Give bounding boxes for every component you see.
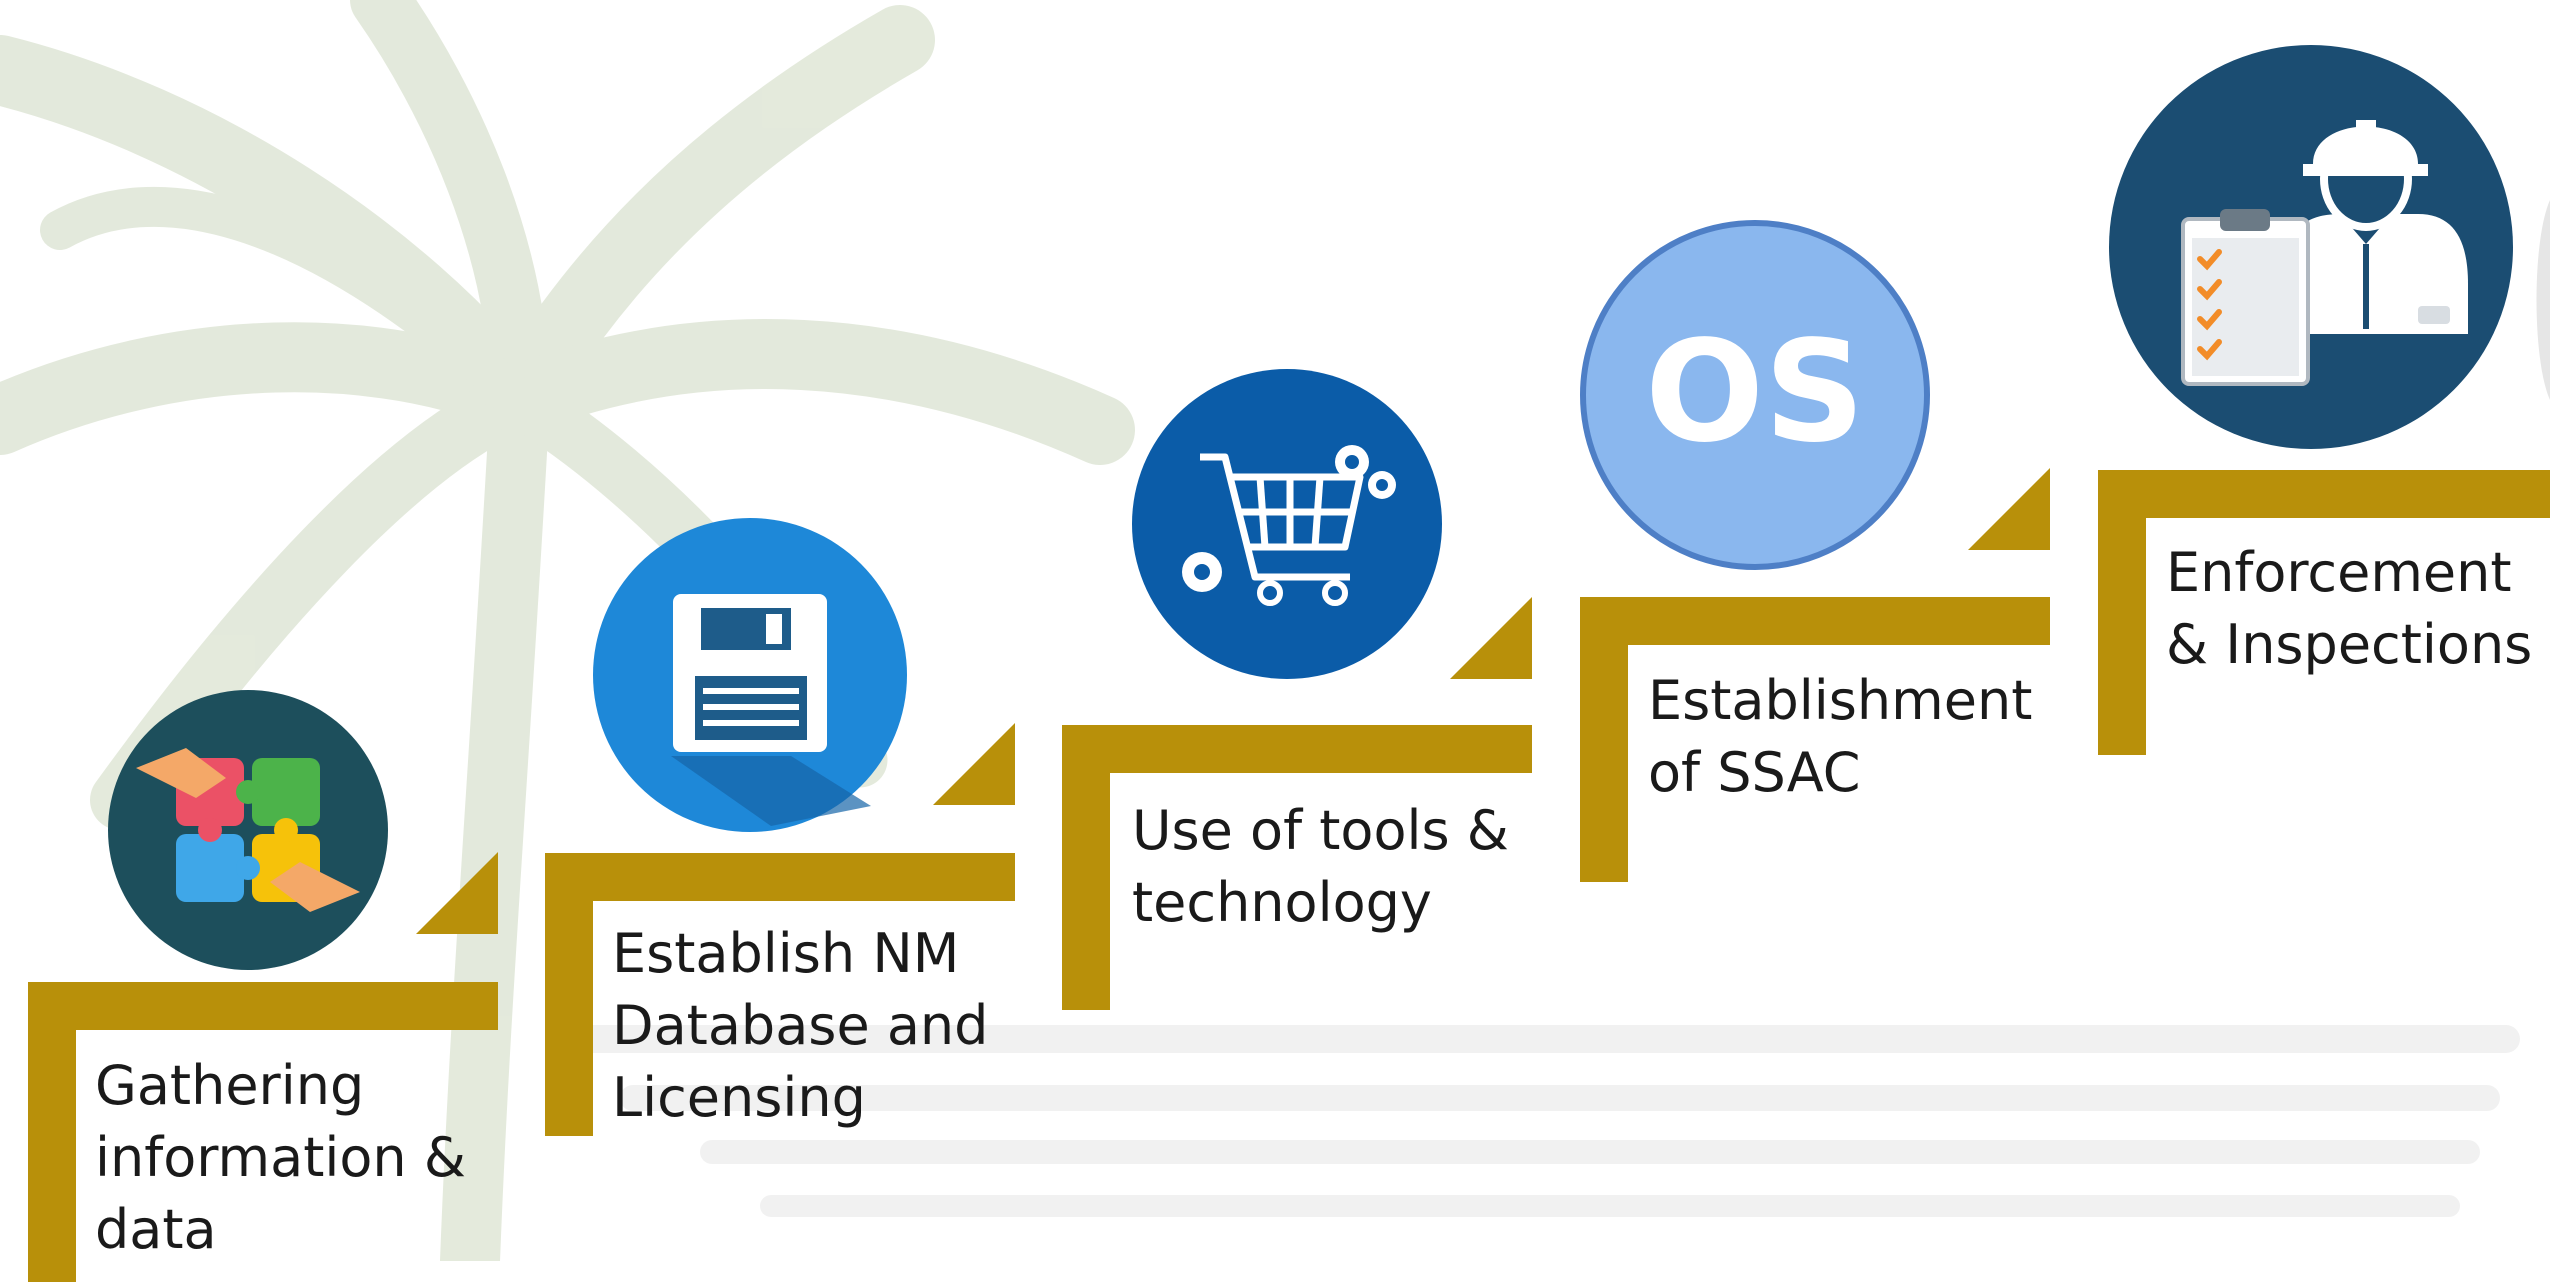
- step-4-label: Establishment of SSAC: [1648, 669, 2033, 804]
- step-4-bracket: [1580, 597, 2050, 882]
- step-5-bracket: [2098, 470, 2550, 755]
- step-2-bracket: [545, 853, 1015, 1136]
- step-3-bracket: [1062, 725, 1532, 1010]
- step-2-label: Establish NM Database and Licensing: [612, 922, 989, 1129]
- edge-fragment-shape: [2536, 200, 2550, 400]
- step-1-label: Gathering information & data: [95, 1054, 466, 1261]
- os-logo-icon: OS: [1580, 220, 1930, 570]
- floppy-disk-icon: [593, 518, 907, 832]
- step-5-label: Enforcement & Inspections: [2166, 541, 2533, 676]
- step-4-corner-triangle: [1968, 468, 2050, 550]
- step-1-corner-triangle: [416, 852, 498, 934]
- step-1-bracket: [28, 982, 498, 1282]
- svg-text:OS: OS: [1645, 311, 1865, 474]
- shopping-cart-gears-icon: [1132, 369, 1442, 679]
- puzzle-hands-icon: [108, 690, 388, 970]
- inspector-clipboard-icon: [2109, 45, 2513, 449]
- step-2-corner-triangle: [933, 723, 1015, 805]
- step-3-corner-triangle: [1450, 597, 1532, 679]
- step-3-label: Use of tools & technology: [1132, 799, 1509, 934]
